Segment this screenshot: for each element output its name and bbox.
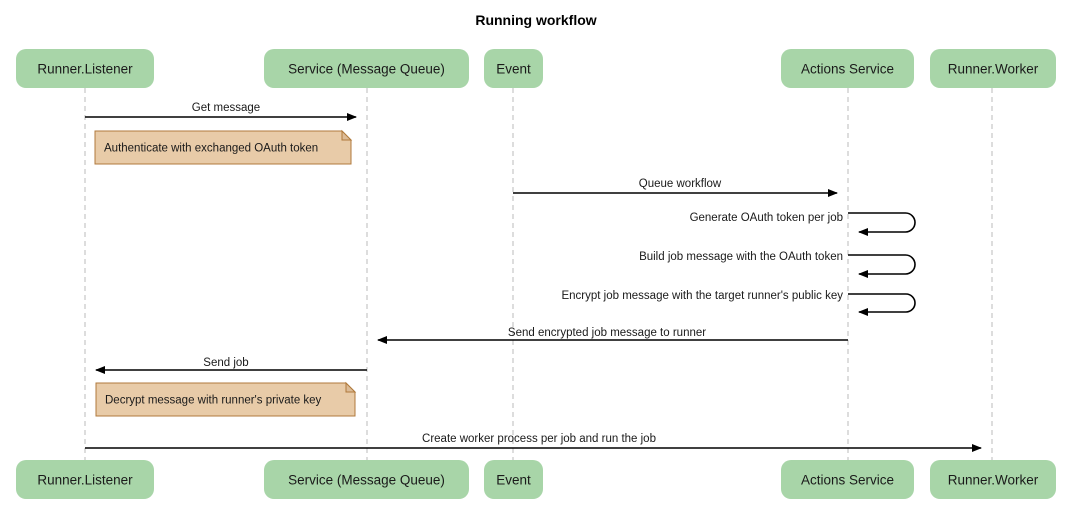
message-get-message[interactable]: Get message: [85, 102, 357, 121]
participant-label: Service (Message Queue): [288, 473, 445, 488]
message-label: Encrypt job message with the target runn…: [561, 290, 843, 302]
self-message-loop: [848, 293, 916, 316]
participant-mq-header[interactable]: Service (Message Queue): [264, 49, 469, 88]
note-fold-corner-icon: [345, 381, 357, 393]
participant-box: [930, 49, 1056, 88]
lifelines-layer: [84, 88, 993, 460]
message-label: Build job message with the OAuth token: [639, 251, 843, 263]
participant-label: Event: [496, 62, 531, 77]
page-title: Running workflow: [475, 12, 596, 28]
message-label: Send encrypted job message to runner: [508, 327, 706, 339]
participant-listener-header[interactable]: Runner.Listener: [16, 49, 154, 88]
message-label: Send job: [203, 357, 248, 369]
message-label: Generate OAuth token per job: [690, 212, 843, 224]
participant-box: [264, 49, 469, 88]
participant-mq-footer[interactable]: Service (Message Queue): [264, 460, 469, 499]
participant-event-footer[interactable]: Event: [484, 460, 543, 499]
participant-label: Runner.Listener: [37, 62, 133, 77]
message-label: Queue workflow: [639, 178, 722, 190]
message-encrypt-job-message[interactable]: Encrypt job message with the target runn…: [561, 290, 916, 316]
note-label: Authenticate with exchanged OAuth token: [104, 143, 318, 155]
participant-label: Actions Service: [801, 62, 894, 77]
note-fold-corner-icon: [341, 129, 353, 141]
participant-label: Event: [496, 473, 531, 488]
message-send-encrypted-job-message[interactable]: Send encrypted job message to runner: [377, 327, 848, 344]
participant-actions-header[interactable]: Actions Service: [781, 49, 914, 88]
participant-box: [781, 49, 914, 88]
participant-box: [930, 460, 1056, 499]
participant-box: [484, 460, 543, 499]
message-build-job-message[interactable]: Build job message with the OAuth token: [639, 251, 916, 278]
participant-label: Runner.Worker: [948, 62, 1039, 77]
participant-event-header[interactable]: Event: [484, 49, 543, 88]
self-message-loop: [848, 212, 916, 236]
message-queue-workflow[interactable]: Queue workflow: [513, 178, 838, 197]
self-message-loop: [848, 254, 916, 278]
participant-label: Service (Message Queue): [288, 62, 445, 77]
participant-label: Actions Service: [801, 473, 894, 488]
note-body: [95, 382, 356, 417]
participant-label: Runner.Listener: [37, 473, 133, 488]
message-label: Create worker process per job and run th…: [422, 433, 656, 445]
participant-worker-footer[interactable]: Runner.Worker: [930, 460, 1056, 499]
note-label: Decrypt message with runner's private ke…: [105, 395, 322, 407]
participant-actions-footer[interactable]: Actions Service: [781, 460, 914, 499]
participant-label: Runner.Worker: [948, 473, 1039, 488]
participant-box: [264, 460, 469, 499]
message-generate-oauth-token[interactable]: Generate OAuth token per job: [690, 212, 916, 236]
participant-worker-header[interactable]: Runner.Worker: [930, 49, 1056, 88]
participant-box: [781, 460, 914, 499]
participant-box: [484, 49, 543, 88]
message-label: Get message: [192, 102, 260, 114]
participant-listener-footer[interactable]: Runner.Listener: [16, 460, 154, 499]
note-authenticate: Authenticate with exchanged OAuth token: [94, 129, 353, 165]
message-create-worker-process[interactable]: Create worker process per job and run th…: [85, 433, 982, 452]
note-body: [94, 130, 352, 165]
notes-layer: Authenticate with exchanged OAuth tokenD…: [94, 129, 357, 417]
participant-box: [16, 49, 154, 88]
participant-box: [16, 460, 154, 499]
note-decrypt: Decrypt message with runner's private ke…: [95, 381, 357, 417]
message-send-job[interactable]: Send job: [95, 357, 367, 374]
